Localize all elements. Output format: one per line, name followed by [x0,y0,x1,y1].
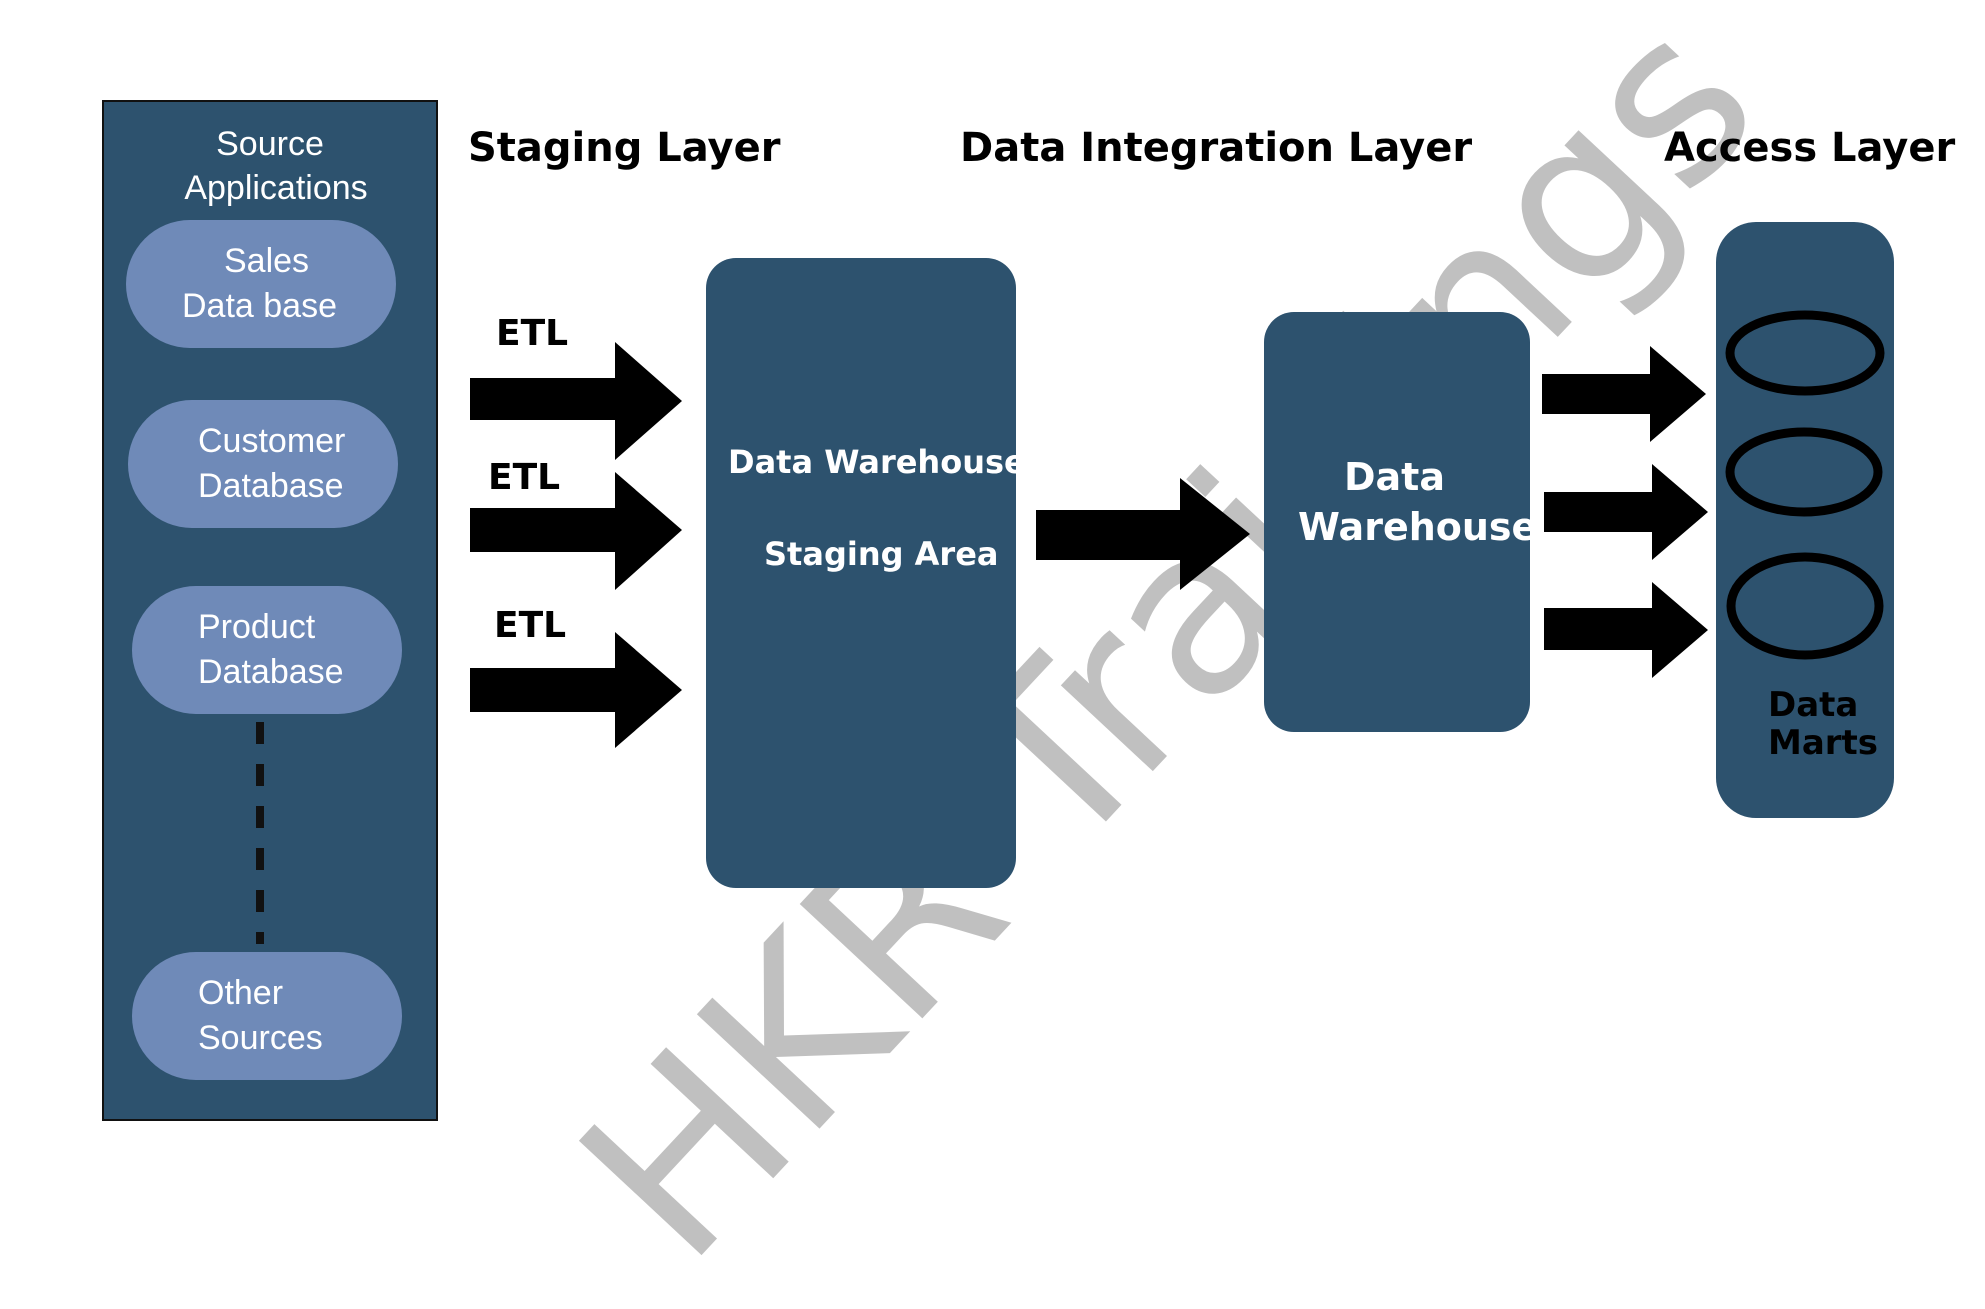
data-warehouse-line2: Warehouse [1298,505,1538,549]
etl-label: ETL [488,457,561,498]
right-arrow-icon [1036,478,1250,590]
sales-database-node: Sales Data base [126,220,396,348]
right-arrow-icon [1544,464,1708,560]
other-sources-line2: Sources [198,1019,323,1057]
access-layer-title: Access Layer [1664,125,1956,171]
data-marts-box: Data Marts [1716,222,1894,818]
integration-layer-title: Data Integration Layer [960,125,1473,171]
customer-database-line1: Customer [198,422,346,460]
data-marts-ellipses [1725,310,1885,660]
right-arrow-icon [1544,582,1708,678]
data-marts-line2: Marts [1768,723,1879,763]
product-database-node: Product Database [132,586,402,714]
customer-database-line2: Database [198,467,344,505]
other-sources-line1: Other [198,974,284,1012]
staging-area-line1: Data Warehouse [728,443,1026,481]
source-applications-panel: Source Applications Sales Data base Cust… [102,100,438,1121]
sales-database-line1: Sales [224,242,310,280]
sales-database-line2: Data base [182,287,337,325]
right-arrow-icon [470,342,682,460]
source-title-line2: Applications [184,169,368,207]
data-marts-line1: Data [1768,685,1859,725]
product-database-line2: Database [198,653,344,691]
diagram-canvas [256,342,1708,944]
data-mart-ellipse-icon [1726,552,1884,660]
source-applications-title: Source Applications [104,122,436,210]
data-warehouse-line1: Data [1344,455,1445,499]
right-arrow-icon [470,632,682,748]
staging-area-line2: Staging Area [764,535,999,573]
right-arrow-icon [470,472,682,590]
data-mart-ellipse-icon [1725,427,1883,517]
source-title-line1: Source [216,125,324,163]
staging-area-box: Data Warehouse Staging Area [706,258,1026,888]
etl-label: ETL [494,605,567,646]
data-mart-ellipse-icon [1725,310,1885,396]
product-database-line1: Product [198,608,316,646]
etl-label: ETL [496,313,569,354]
other-sources-node: Other Sources [132,952,402,1080]
customer-database-node: Customer Database [128,400,398,528]
right-arrow-icon [1542,346,1706,442]
staging-layer-title: Staging Layer [468,125,781,171]
data-warehouse-box: Data Warehouse [1264,312,1537,732]
